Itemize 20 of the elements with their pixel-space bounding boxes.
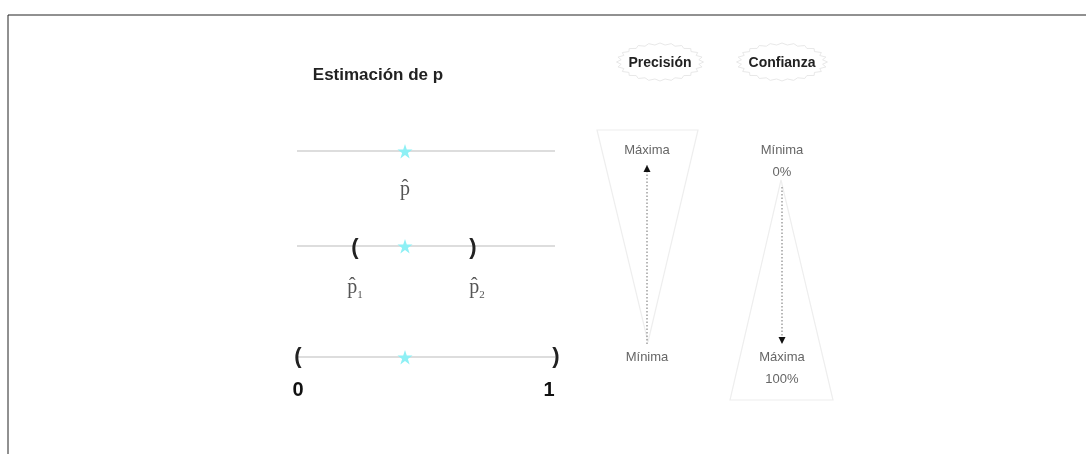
scale-label: Mínima <box>625 346 669 368</box>
estimate-symbol: p̂$_{1}$ <box>347 274 363 300</box>
arrow <box>643 164 651 345</box>
estimate-symbol: p̂$_{2}$ <box>469 274 485 300</box>
axis-number: 1 <box>543 377 555 401</box>
interval-bracket: ( <box>351 234 359 260</box>
estimate-symbol: p̂ <box>400 176 410 200</box>
burst-heading: Precisión <box>616 43 704 81</box>
interval-bracket: ) <box>552 343 560 369</box>
scale-label: 100% <box>764 370 800 388</box>
scale-label: Máxima <box>624 139 670 161</box>
arrow <box>778 186 786 345</box>
interval-bracket: ( <box>294 343 302 369</box>
burst-heading: Confianza <box>736 43 828 81</box>
scale-label: 0% <box>771 163 793 181</box>
axis-number: 0 <box>292 377 304 401</box>
scale-label: Máxima <box>759 348 805 366</box>
section-heading: Estimación de p <box>312 65 444 85</box>
interval-bracket: ) <box>469 234 477 260</box>
scale-label: Mínima <box>760 141 804 159</box>
